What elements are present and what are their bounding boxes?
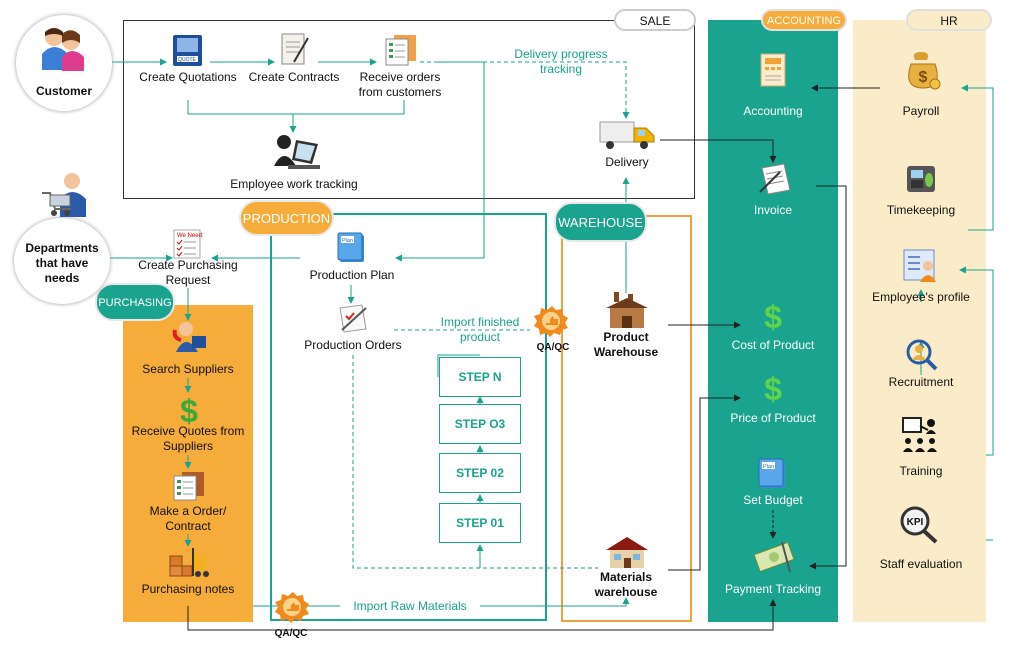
accounting-tab[interactable]: ACCOUNTING: [761, 9, 847, 31]
customer-label: Customer: [35, 84, 92, 98]
accounting-label[interactable]: Accounting: [743, 104, 803, 118]
delivery-truck-icon[interactable]: [598, 120, 658, 155]
step-01-box[interactable]: STEP 01: [439, 503, 521, 543]
price-of-product-label[interactable]: Price of Product: [730, 411, 816, 425]
qa-qc-bottom-label: QA/QC: [274, 628, 308, 639]
quote-document-icon[interactable]: QUOTE: [172, 34, 204, 71]
timekeeping-fingerprint-icon[interactable]: [903, 160, 939, 199]
staff-evaluation-label[interactable]: Staff evaluation: [879, 557, 963, 571]
production-orders-label[interactable]: Production Orders: [304, 338, 402, 352]
qa-qc-badge-icon: [532, 304, 572, 341]
plan-document-icon[interactable]: Plan: [337, 232, 367, 267]
timekeeping-label[interactable]: Timekeeping: [886, 203, 956, 217]
production-order-icon[interactable]: [336, 302, 372, 337]
qa-qc-top-label: QA/QC: [536, 342, 570, 353]
materials-warehouse-label[interactable]: Materials warehouse: [594, 570, 658, 599]
payment-money-icon[interactable]: [752, 540, 796, 577]
svg-text:KPI: KPI: [907, 517, 924, 528]
step-02-box[interactable]: STEP 02: [439, 453, 521, 493]
product-warehouse-label[interactable]: Product Warehouse: [593, 330, 659, 359]
svg-text:$: $: [764, 299, 782, 332]
create-contracts-label[interactable]: Create Contracts: [248, 70, 340, 84]
order-form-icon[interactable]: [384, 33, 418, 70]
recruitment-label[interactable]: Recruitment: [888, 375, 954, 389]
hr-tab[interactable]: HR: [906, 9, 992, 31]
svg-text:Plan: Plan: [763, 464, 774, 470]
recruitment-magnifier-icon[interactable]: [902, 336, 940, 375]
cost-dollar-icon: $: [759, 298, 787, 335]
make-order-label[interactable]: Make a Order/ Contract: [149, 504, 227, 533]
invoice-label[interactable]: Invoice: [753, 203, 793, 217]
svg-text:$: $: [180, 393, 198, 426]
production-plan-label[interactable]: Production Plan: [309, 268, 395, 282]
set-budget-label[interactable]: Set Budget: [743, 493, 803, 507]
cost-of-product-label[interactable]: Cost of Product: [731, 338, 815, 352]
dollar-quotes-icon[interactable]: $: [174, 392, 204, 429]
forklift-boxes-icon[interactable]: [168, 546, 210, 581]
receive-orders-label[interactable]: Receive orders from customers: [358, 70, 442, 99]
price-dollar-icon: $: [759, 370, 787, 407]
sale-panel: [123, 20, 695, 199]
shopping-cart-person-icon: [40, 171, 92, 222]
create-quotations-label[interactable]: Create Quotations: [139, 70, 237, 84]
invoice-icon[interactable]: [756, 162, 794, 201]
purchasing-notes-label[interactable]: Purchasing notes: [141, 582, 235, 596]
search-suppliers-label[interactable]: Search Suppliers: [142, 362, 234, 376]
svg-text:We Need:: We Need:: [177, 233, 204, 239]
employee-computer-icon[interactable]: [268, 132, 322, 175]
sale-tab[interactable]: SALE: [614, 9, 696, 31]
customer-icon: [38, 24, 88, 75]
svg-text:QUOTE: QUOTE: [178, 57, 196, 63]
employee-profile-icon[interactable]: [902, 248, 940, 287]
purchasing-request-label[interactable]: Create Purchasing Request: [138, 258, 238, 287]
accounting-calculator-icon[interactable]: [758, 52, 790, 91]
kpi-evaluation-icon[interactable]: KPI: [898, 504, 940, 547]
qa-qc-bottom-badge-icon: [273, 590, 313, 627]
step-n-box[interactable]: STEP N: [439, 357, 521, 397]
training-classroom-icon[interactable]: [900, 416, 942, 459]
production-tab[interactable]: PRODUCTION: [239, 200, 334, 236]
production-panel: [270, 213, 547, 621]
training-label[interactable]: Training: [899, 464, 943, 478]
delivery-label[interactable]: Delivery: [605, 155, 649, 169]
employee-profile-label[interactable]: Employee's profile: [872, 290, 970, 304]
import-raw-materials-label: Import Raw Materials: [340, 599, 480, 614]
departments-label: Departments that have needs: [25, 241, 99, 285]
payroll-money-bag-icon[interactable]: $: [903, 50, 941, 93]
payroll-label[interactable]: Payroll: [902, 104, 940, 118]
svg-text:$: $: [919, 69, 928, 86]
checklist-icon[interactable]: We Need:: [172, 228, 204, 263]
payment-tracking-label[interactable]: Payment Tracking: [724, 582, 822, 596]
departments-circle[interactable]: [14, 218, 110, 304]
svg-text:$: $: [764, 371, 782, 404]
product-warehouse-icon[interactable]: [604, 290, 650, 333]
budget-plan-icon[interactable]: Plan: [758, 458, 788, 493]
step-o3-box[interactable]: STEP O3: [439, 404, 521, 444]
receive-quotes-label[interactable]: Receive Quotes from Suppliers: [131, 424, 245, 453]
order-contract-icon[interactable]: [172, 470, 206, 505]
warehouse-tab[interactable]: WAREHOUSE: [554, 202, 647, 242]
svg-text:Plan: Plan: [342, 238, 353, 244]
contract-document-icon[interactable]: [280, 32, 310, 71]
search-suppliers-icon[interactable]: [172, 320, 208, 359]
purchasing-tab[interactable]: PURCHASING: [95, 283, 175, 321]
materials-warehouse-icon[interactable]: [604, 534, 650, 573]
delivery-tracking-label: Delivery progress tracking: [514, 47, 608, 76]
import-finished-label: Import finished product: [440, 315, 520, 344]
employee-work-tracking-label[interactable]: Employee work tracking: [230, 177, 358, 191]
